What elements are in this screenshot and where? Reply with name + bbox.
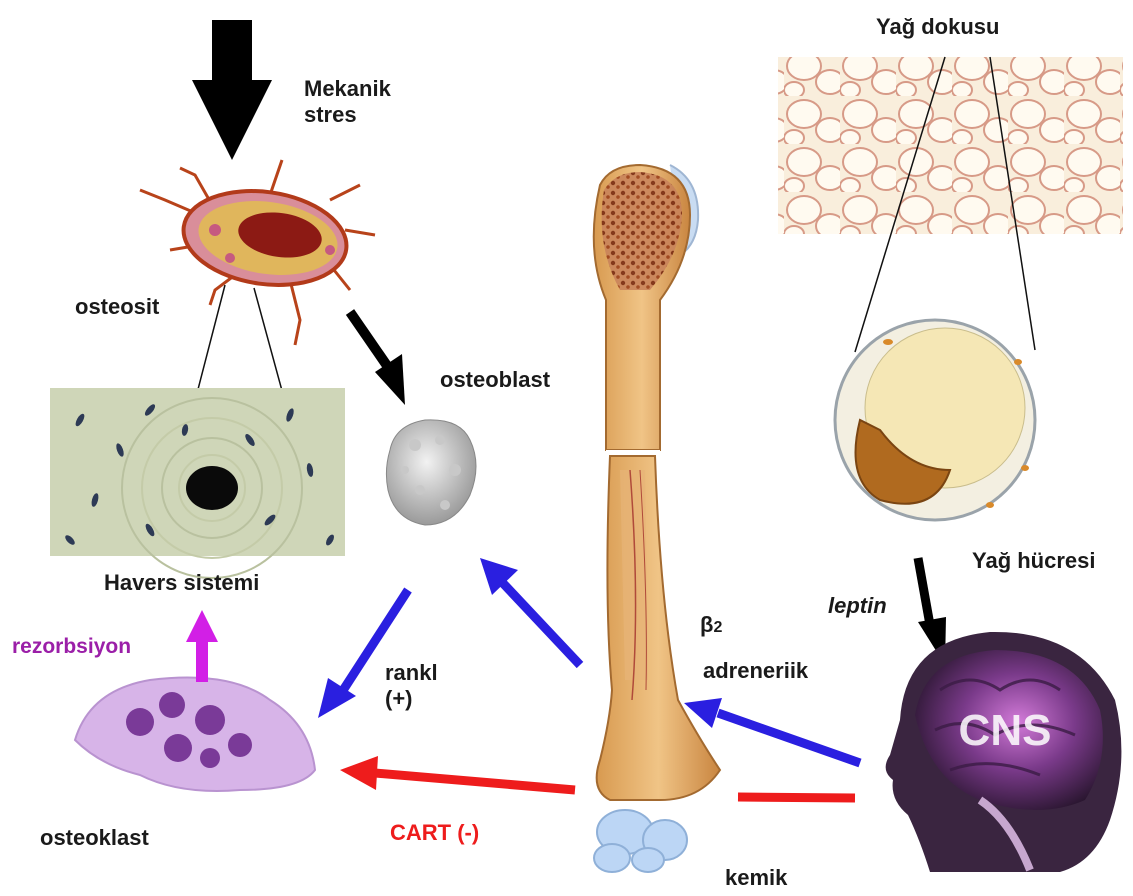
cns-to-bone-red-line [738, 797, 855, 798]
adipose-tissue-label: Yağ dokusu [876, 14, 999, 40]
cart-arrow [340, 756, 575, 790]
adrenergic-arrow [684, 698, 860, 763]
osteocyte-label: osteosit [75, 294, 159, 320]
adrenergic-label: adreneriik [703, 658, 808, 684]
beta-subscript: 2 [713, 619, 722, 636]
rankl-label: rankl (+) [385, 660, 438, 713]
adipose-tissue-image [778, 57, 1123, 234]
bone-label: kemik [725, 865, 787, 891]
mechanical-stress-arrow [192, 20, 272, 160]
fat-cell-label: Yağ hücresi [972, 548, 1096, 574]
osteocyte-cell-image [140, 160, 375, 345]
fat-cell-image [835, 320, 1035, 520]
osteoblast-cell-image [386, 420, 476, 525]
osteoblast-label: osteoblast [440, 367, 550, 393]
osteoclast-label: osteoklast [40, 825, 149, 851]
beta-symbol: β [700, 612, 713, 637]
haversian-system-image [50, 388, 345, 578]
leptin-label: leptin [828, 593, 887, 619]
osteoclast-cell-image [75, 678, 315, 792]
mechanical-stress-label: Mekanik stres [304, 76, 391, 129]
haversian-system-label: Havers sistemi [104, 570, 259, 596]
cart-label: CART (-) [390, 820, 479, 846]
beta2-label: β2 [700, 612, 722, 638]
cns-brain-image: CNS [886, 632, 1122, 872]
bone-image [594, 165, 720, 872]
resorption-label: rezorbsiyon [12, 634, 131, 659]
osteocyte-to-osteoblast-arrow [350, 312, 405, 405]
bone-to-osteoblast-arrow [480, 558, 580, 665]
cns-label: CNS [959, 706, 1052, 755]
resorption-arrow [186, 610, 218, 682]
